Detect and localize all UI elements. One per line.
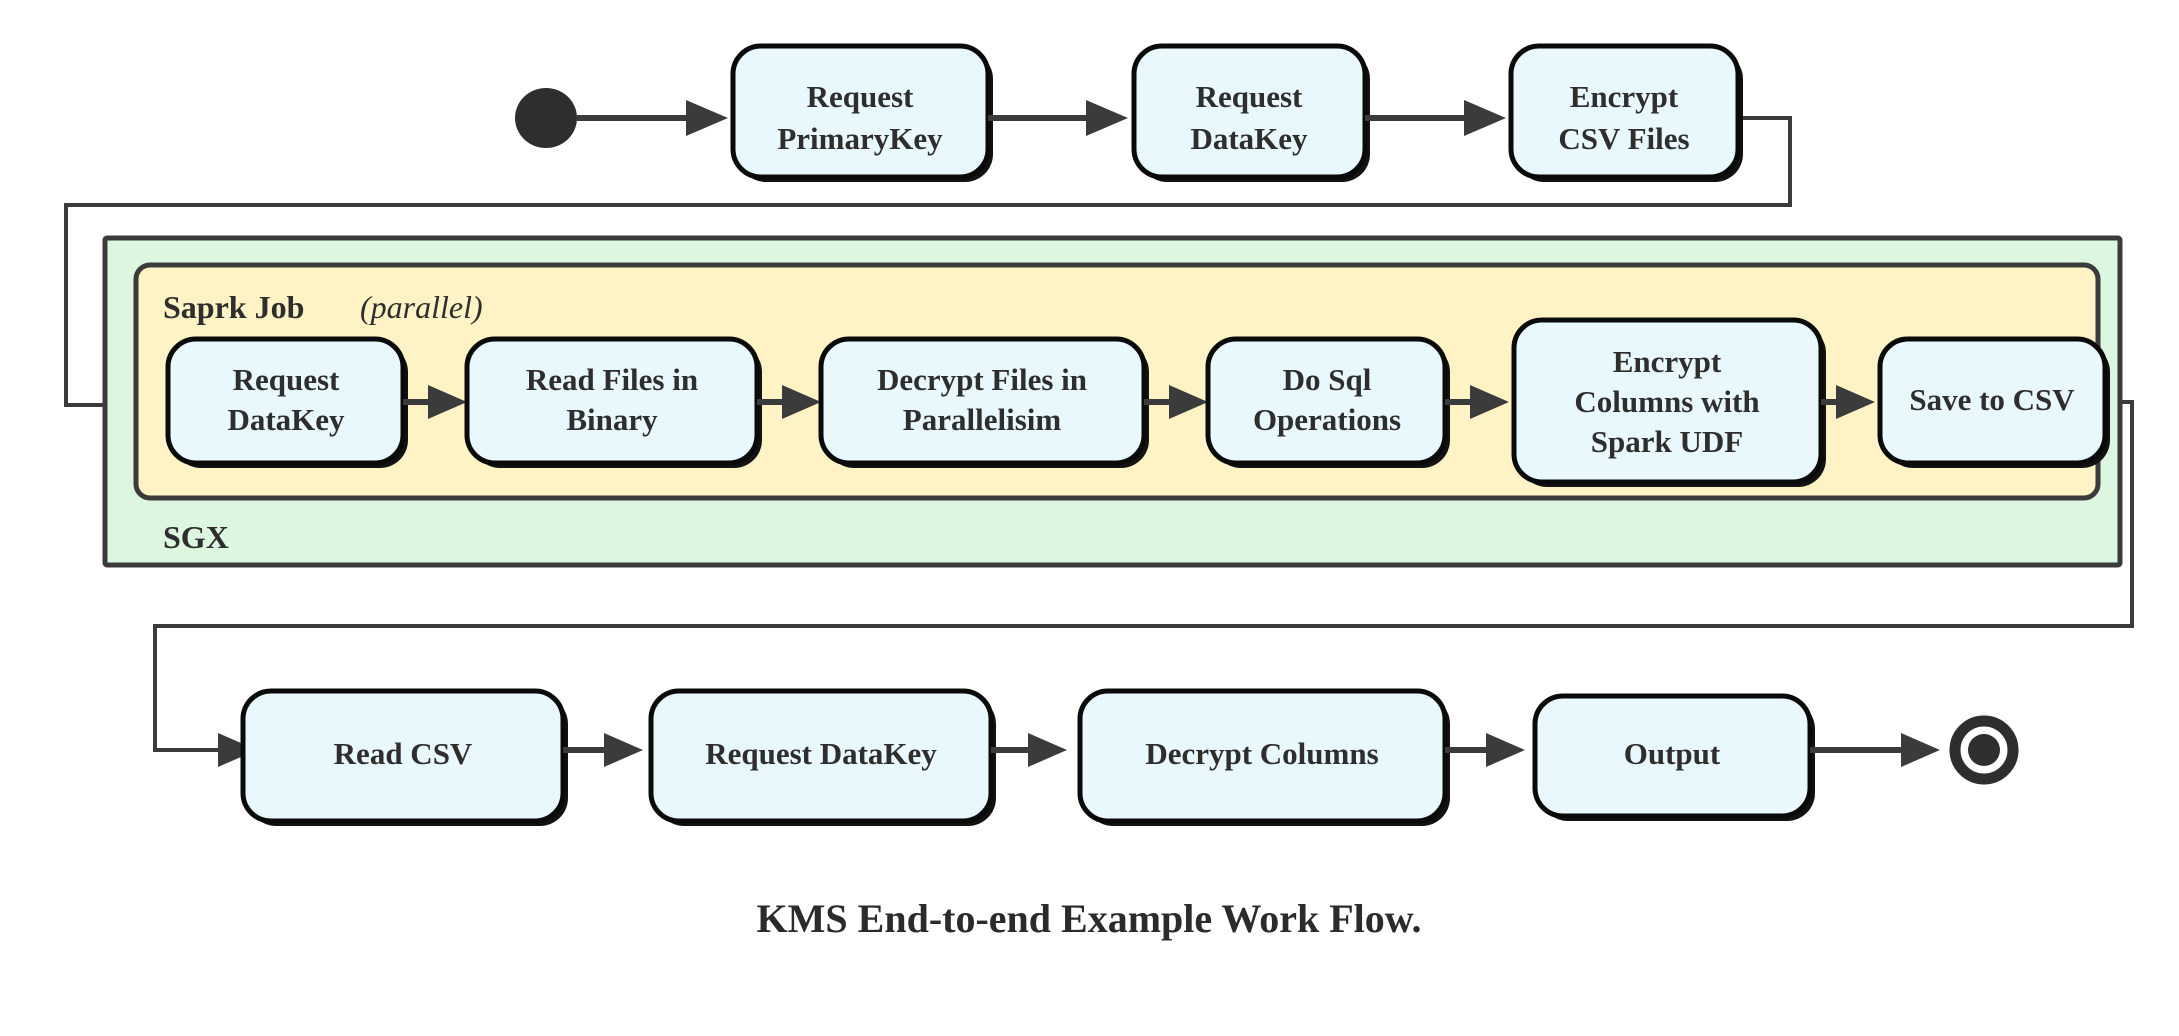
node-read-files-in-binary-line1: Read Files in [526,362,698,397]
spark-job-qualifier: (parallel) [360,289,483,325]
edge-savetocsv-to-readcsv [153,400,2134,767]
node-encrypt-columns-with-spark-udf[interactable]: Encrypt Columns with Spark UDF [1511,317,1826,487]
node-read-files-in-binary-line2: Binary [566,402,658,437]
edge-readcsv-to-requestdatakey [563,733,643,767]
edge-start-to-requestprimarykey [577,100,728,136]
node-decrypt-columns-line1: Decrypt Columns [1145,736,1378,771]
edge-sparkdatakey-to-readfiles [403,385,467,419]
spark-job-label: Saprk Job [163,289,304,325]
edge-decryptcolumns-to-output [1445,733,1525,767]
node-request-datakey-bottom-line1: Request DataKey [705,736,937,771]
node-read-csv[interactable]: Read CSV [240,688,568,826]
node-save-to-csv-line1: Save to CSV [1909,382,2075,417]
node-decrypt-columns[interactable]: Decrypt Columns [1077,688,1450,826]
edge-requestdatakey-to-encryptcsv [1365,100,1506,136]
node-encrypt-csv-files-line1: Encrypt [1570,79,1679,114]
node-request-datakey-bottom[interactable]: Request DataKey [648,688,996,826]
node-request-primarykey-line2: PrimaryKey [777,121,943,156]
sgx-label: SGX [163,519,229,555]
node-encrypt-csv-files-line2: CSV Files [1558,121,1689,156]
node-do-sql-operations-line2: Operations [1253,402,1401,437]
node-request-primarykey[interactable]: Request PrimaryKey [730,43,993,182]
node-do-sql-operations[interactable]: Do Sql Operations [1205,336,1450,468]
edge-readfiles-to-decryptfiles [757,385,821,419]
node-request-datakey-spark-line2: DataKey [227,402,345,437]
edge-encryptcolumns-to-savetocsv [1821,385,1875,419]
edge-requestprimarykey-to-requestdatakey [988,100,1128,136]
diagram-caption: KMS End-to-end Example Work Flow. [757,896,1422,941]
node-decrypt-files-in-parallelisim-line1: Decrypt Files in [877,362,1087,397]
node-encrypt-columns-with-spark-udf-line1: Encrypt [1613,344,1722,379]
node-request-primarykey-line1: Request [807,79,914,114]
node-request-datakey-top[interactable]: Request DataKey [1131,43,1370,182]
edge-dosql-to-encryptcolumns [1445,385,1509,419]
node-output[interactable]: Output [1532,693,1815,821]
node-read-csv-line1: Read CSV [334,736,473,771]
start-node [515,88,577,148]
node-decrypt-files-in-parallelisim-line2: Parallelisim [903,402,1062,437]
node-encrypt-columns-with-spark-udf-line2: Columns with [1574,384,1759,419]
node-output-line1: Output [1624,736,1721,771]
node-encrypt-columns-with-spark-udf-line3: Spark UDF [1591,424,1743,459]
node-request-datakey-spark[interactable]: Request DataKey [165,336,408,468]
edge-output-to-end [1810,733,1940,767]
node-decrypt-files-in-parallelisim[interactable]: Decrypt Files in Parallelisim [818,336,1149,468]
node-save-to-csv[interactable]: Save to CSV [1877,336,2110,468]
edge-requestdatakeybottom-to-decryptcolumns [991,733,1067,767]
node-do-sql-operations-line1: Do Sql [1283,362,1372,397]
node-encrypt-csv-files[interactable]: Encrypt CSV Files [1508,43,1743,182]
node-read-files-in-binary[interactable]: Read Files in Binary [464,336,762,468]
node-request-datakey-top-line1: Request [1196,79,1303,114]
edge-decryptfiles-to-dosql [1144,385,1208,419]
node-request-datakey-top-line2: DataKey [1190,121,1308,156]
node-request-datakey-spark-line1: Request [233,362,340,397]
end-node [1949,715,2019,785]
